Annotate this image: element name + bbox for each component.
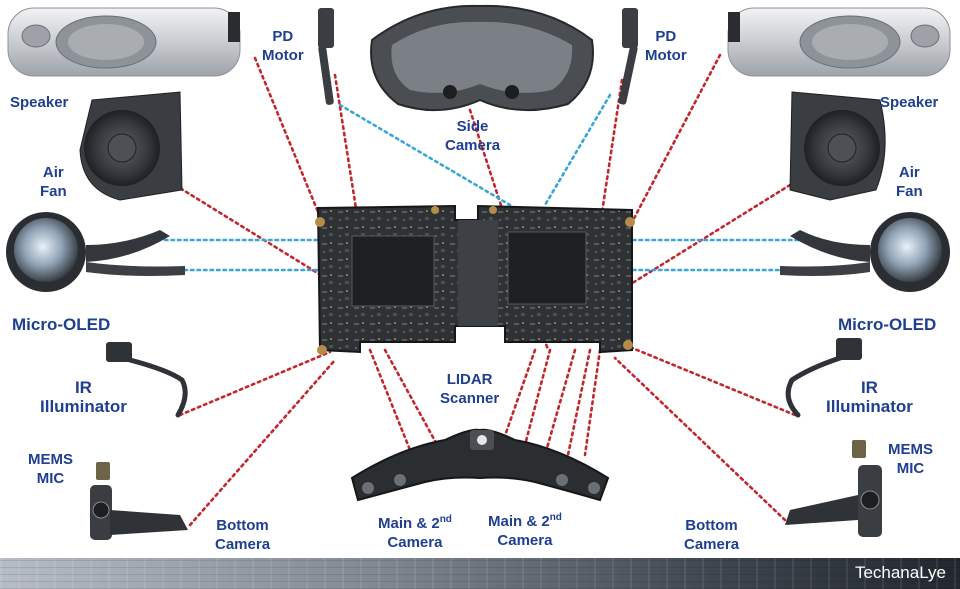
label-sup: nd [549, 512, 562, 523]
label-line-2: Fan [40, 183, 67, 200]
micro-oled-right-part [780, 212, 950, 292]
label-line-1: Speaker [10, 94, 69, 111]
label-line-2: Motor [645, 47, 687, 64]
footer-banner: TechanaLye [0, 558, 960, 589]
ir-illuminator-left-part [106, 342, 188, 418]
blue-connector-lines [163, 93, 802, 272]
label-side-camera: Side Camera [445, 117, 500, 155]
label-pd-motor-left: PD Motor [262, 27, 304, 65]
label-line-2: Camera [497, 532, 553, 549]
label-line-1: LIDAR [446, 371, 493, 388]
label-speaker-right: Speaker [880, 93, 938, 112]
label-line-2: MIC [896, 460, 925, 477]
mems-mic-right-part [785, 440, 882, 537]
label-micro-oled-left: Micro-OLED [12, 315, 110, 334]
air-fan-left-part [79, 91, 183, 201]
label-line-1: PD [272, 28, 294, 45]
label-line-1: MEMS [888, 441, 933, 458]
label-line-1: Air [42, 164, 64, 181]
mems-mic-left-part [90, 462, 188, 540]
label-line-1: IR [860, 378, 878, 397]
side-camera-frame-part [370, 4, 594, 112]
logic-board-part [315, 204, 635, 355]
label-main-camera-left: Main & 2nd Camera [378, 514, 452, 552]
pd-motor-right-part [618, 8, 638, 105]
label-line-2: Camera [445, 137, 501, 154]
label-ir-illuminator-right: IR Illuminator [826, 378, 913, 416]
speaker-right-part [727, 7, 951, 77]
label-line-2: MIC [36, 470, 65, 487]
label-line-2: Camera [215, 536, 271, 553]
label-micro-oled-right: Micro-OLED [838, 315, 936, 334]
label-speaker-left: Speaker [10, 93, 68, 112]
label-air-fan-left: Air Fan [40, 163, 67, 201]
label-line-1: Micro-OLED [838, 315, 937, 334]
label-line-1: Side [456, 118, 489, 135]
label-sup: nd [439, 514, 452, 525]
label-line-1: MEMS [28, 451, 73, 468]
brand-watermark: TechanaLye [854, 563, 946, 582]
label-text: Main & 2 [488, 513, 550, 530]
label-line-2: Camera [684, 536, 740, 553]
label-main-camera-right: Main & 2nd Camera [488, 512, 562, 550]
ir-illuminator-right-part [785, 338, 862, 418]
lidar-camera-bar-part [350, 428, 610, 502]
label-line-1: Bottom [216, 517, 269, 534]
label-line-1: Main & 2nd [378, 514, 452, 533]
label-text: Main & 2 [378, 515, 440, 532]
footer-texture [0, 558, 960, 589]
label-line-1: Bottom [685, 517, 738, 534]
label-line-2: Illuminator [826, 397, 913, 416]
label-line-1: Main & 2nd [488, 512, 562, 531]
label-bottom-camera-left: Bottom Camera [215, 516, 270, 554]
label-line-1: Micro-OLED [12, 315, 111, 334]
air-fan-right-part [789, 91, 886, 201]
label-lidar-scanner: LIDAR Scanner [440, 370, 499, 408]
label-line-2: Camera [387, 534, 443, 551]
label-line-1: PD [655, 28, 677, 45]
label-line-2: Motor [262, 47, 304, 64]
component-diagram [6, 4, 951, 540]
label-mems-mic-right: MEMS MIC [888, 440, 933, 478]
pd-motor-left-part [318, 8, 334, 105]
label-line-1: Speaker [880, 94, 939, 111]
label-bottom-camera-right: Bottom Camera [684, 516, 739, 554]
label-line-1: IR [74, 378, 92, 397]
label-line-2: Fan [896, 183, 923, 200]
micro-oled-left-part [6, 212, 185, 292]
label-line-2: Illuminator [40, 397, 127, 416]
speaker-left-part [7, 7, 241, 77]
label-line-2: Scanner [440, 390, 500, 407]
label-ir-illuminator-left: IR Illuminator [40, 378, 127, 416]
label-mems-mic-left: MEMS MIC [28, 450, 73, 488]
label-pd-motor-right: PD Motor [645, 27, 687, 65]
label-air-fan-right: Air Fan [896, 163, 923, 201]
label-line-1: Air [898, 164, 920, 181]
